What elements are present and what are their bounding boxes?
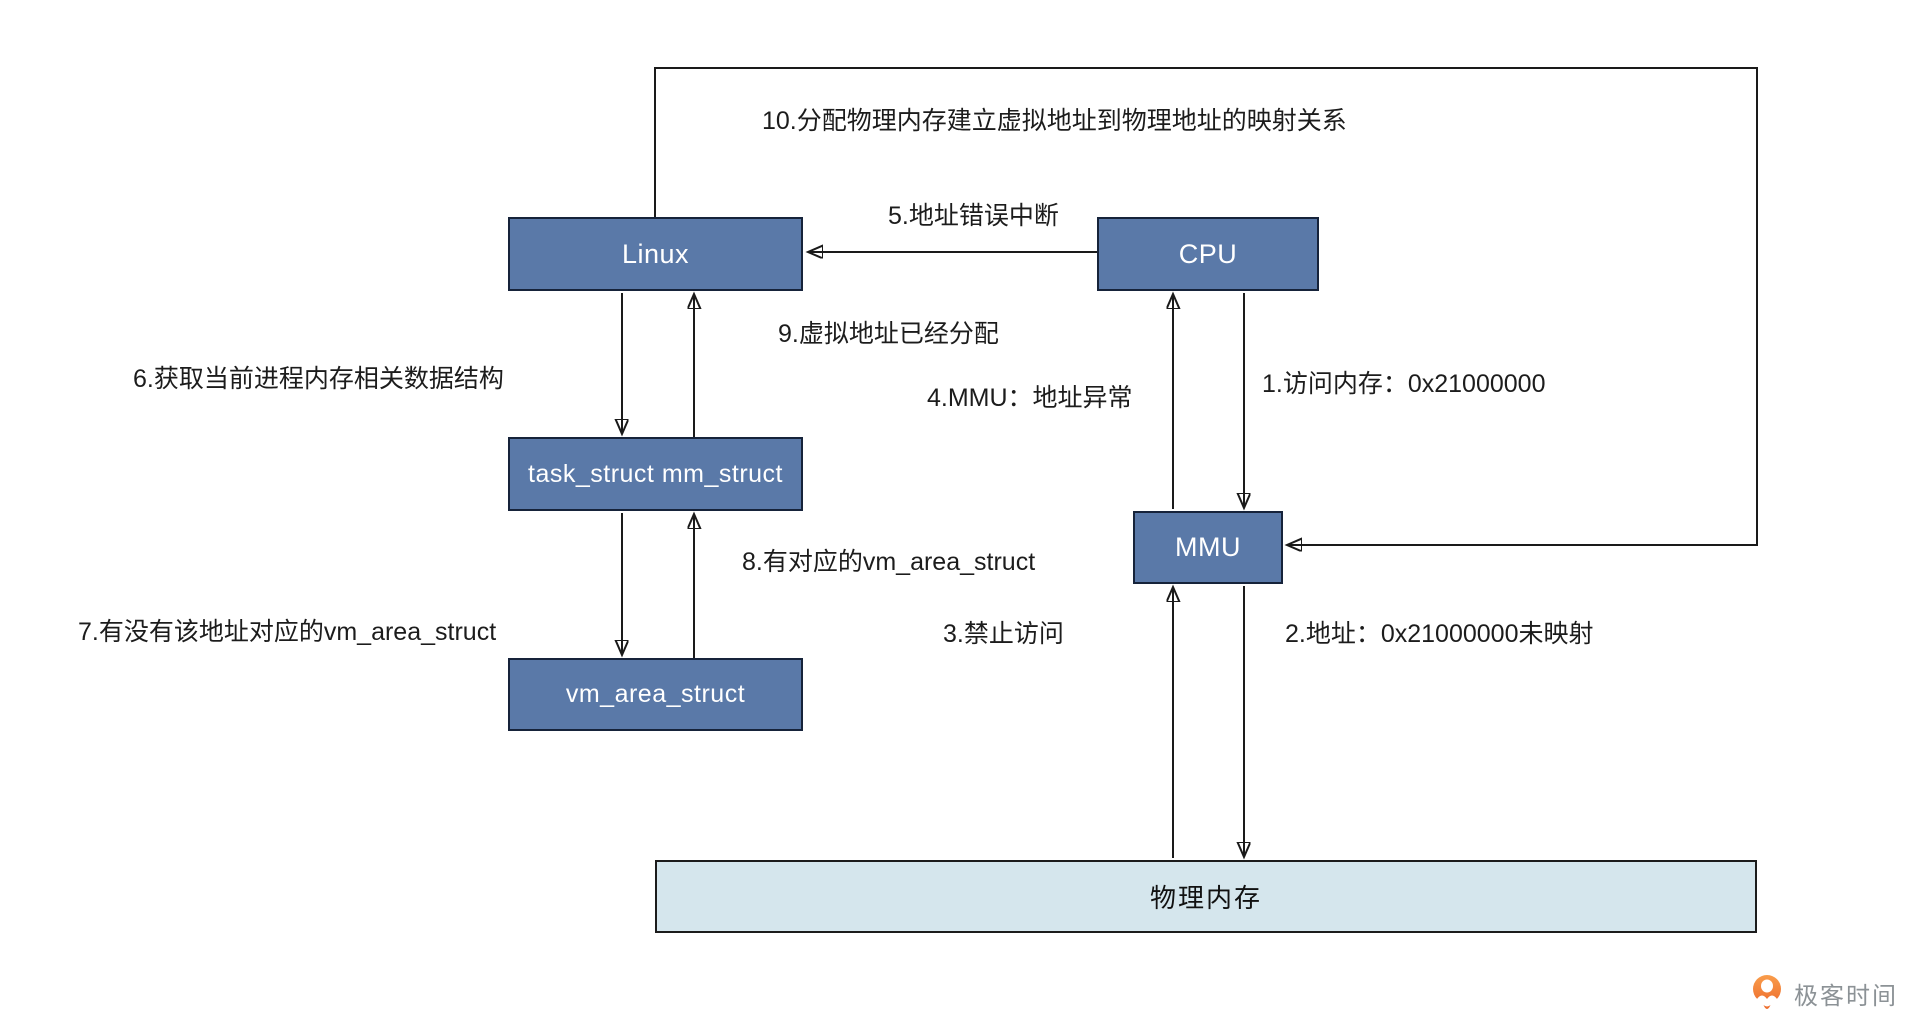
label-step8: 8.有对应的vm_area_struct (742, 548, 1036, 576)
geektime-logo-icon (1753, 975, 1781, 1009)
label-step1: 1.访问内存：0x21000000 (1262, 370, 1546, 398)
label-step10: 10.分配物理内存建立虚拟地址到物理地址的映射关系 (762, 107, 1347, 135)
label-step4: 4.MMU：地址异常 (927, 384, 1133, 412)
node-linux: Linux (508, 217, 803, 291)
node-mmu: MMU (1133, 511, 1283, 584)
geektime-branding: 极客时间 (1748, 972, 1898, 1014)
geektime-logo-text: 极客时间 (1794, 982, 1898, 1010)
label-step3: 3.禁止访问 (943, 620, 1064, 648)
node-vm-area-struct: vm_area_struct (508, 658, 803, 731)
label-step2: 2.地址：0x21000000未映射 (1285, 620, 1594, 648)
label-step9: 9.虚拟地址已经分配 (778, 320, 999, 348)
label-step5: 5.地址错误中断 (888, 202, 1059, 230)
node-cpu: CPU (1097, 217, 1319, 291)
label-step6: 6.获取当前进程内存相关数据结构 (133, 365, 504, 393)
node-physical-memory: 物理内存 (655, 860, 1757, 933)
node-task-struct-mm-struct: task_struct mm_struct (508, 437, 803, 511)
arrow-step10-linux-to-mmu (654, 67, 1758, 545)
label-step7: 7.有没有该地址对应的vm_area_struct (78, 618, 497, 646)
